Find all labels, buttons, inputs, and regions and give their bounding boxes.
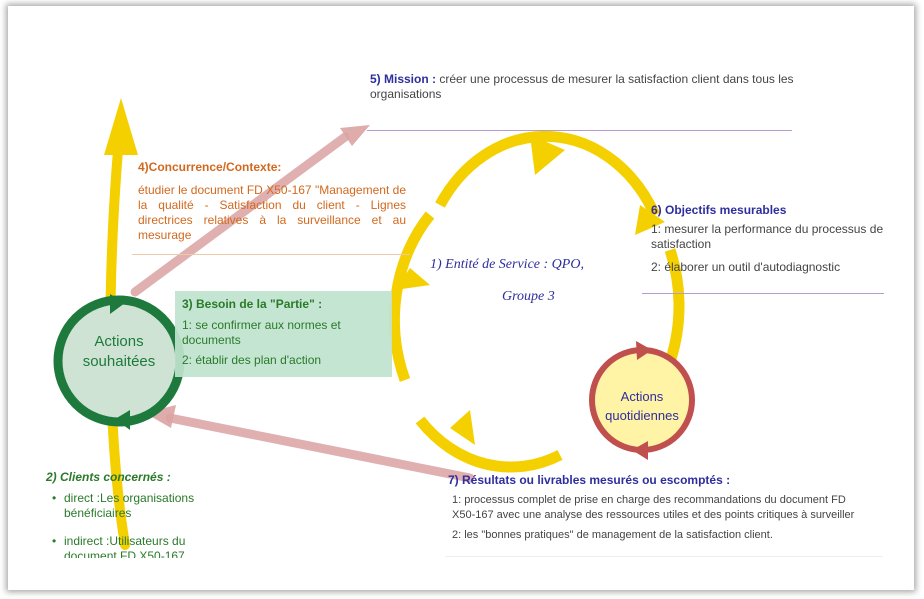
pink-arrowhead-mission (340, 125, 370, 146)
besoin-box (175, 291, 392, 377)
actions-quotidiennes-circle (589, 341, 695, 460)
objectifs-underline (642, 293, 884, 294)
mission-block: 5) Mission : créer une processus de mesu… (370, 72, 795, 102)
yellow-cycle-arrowheads (395, 135, 665, 445)
actions-souhaitees-label: Actions souhaitées (64, 332, 174, 372)
entite-line-1: 1) Entité de Service : QPO, (430, 257, 584, 272)
besoin-item-1: 1: se confirmer aux normes et documents (182, 318, 341, 347)
actions-souhaitees-circle (53, 294, 185, 430)
actions-quotidiennes-line-2: quotidiennes (605, 408, 679, 423)
entite-line-2: Groupe 3 (502, 289, 555, 304)
besoin-item-2: 2: établir des plan d'action (182, 353, 322, 367)
resultats-item-1: 1: processus complet de prise en charge … (452, 494, 855, 521)
actions-souhaitees-line-1: Actions (94, 333, 144, 350)
mission-title: 5) Mission : (370, 72, 437, 86)
pink-arrowhead-results (145, 405, 176, 428)
clients-list-clip: • direct :Les organisations bénéficiaire… (50, 488, 240, 558)
objectifs-item-2: 2: élaborer un outil d'autodiagnostic (651, 260, 841, 274)
resultats-underline (445, 556, 883, 557)
pink-arrow-to-mission (130, 132, 350, 297)
resultats-title: 7) Résultats ou livrables mesurés ou esc… (448, 473, 731, 487)
concurrence-text: étudier le document FD X50-167 "Manageme… (138, 183, 406, 242)
concurrence-title: 4)Concurrence/Contexte: (138, 160, 282, 174)
diagram-frame (8, 6, 914, 590)
clients-item-2-text: indirect :Utilisateurs du document FD X5… (64, 534, 186, 558)
objectifs-title: 6) Objectifs mesurables (651, 203, 787, 217)
concurrence-underline (132, 254, 410, 255)
pink-arrow-from-results (165, 413, 475, 483)
actions-quotidiennes-label: Actions quotidiennes (590, 387, 694, 425)
objectifs-item-1: 1: mesurer la performance du processus d… (651, 222, 884, 251)
resultats-item-2: 2: les "bonnes pratiques" de management … (452, 529, 773, 541)
besoin-title: 3) Besoin de la "Partie" : (182, 297, 323, 311)
actions-quotidiennes-line-1: Actions (620, 389, 664, 404)
clients-item-1: • direct :Les organisations bénéficiaire… (52, 491, 195, 520)
clients-item-2: • indirect :Utilisateurs du document FD … (52, 534, 229, 558)
pink-arrows (130, 125, 475, 483)
clients-title: 2) Clients concernés : (46, 470, 171, 484)
actions-souhaitees-line-2: souhaitées (82, 353, 156, 370)
clients-item-1-text: direct :Les organisations bénéficiaires (64, 491, 195, 520)
mission-underline (367, 130, 792, 131)
mission-text: créer une processus de mesurer la satisf… (370, 72, 794, 101)
